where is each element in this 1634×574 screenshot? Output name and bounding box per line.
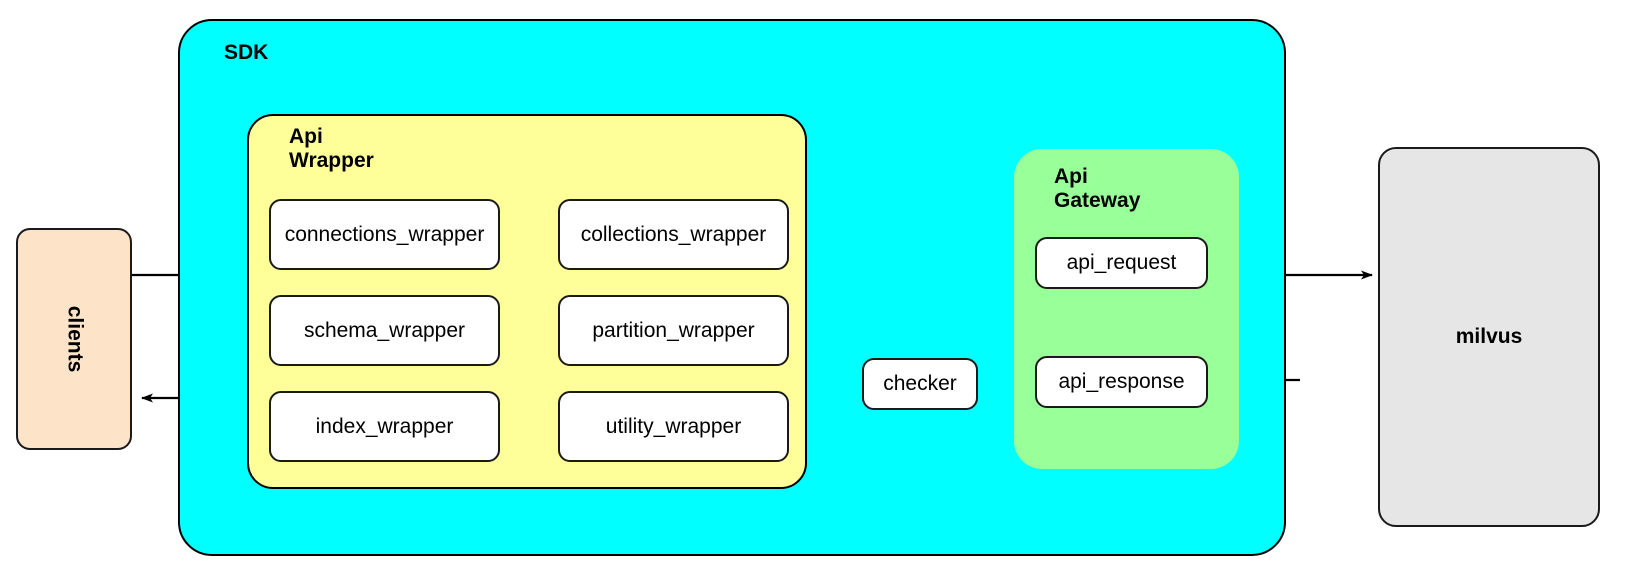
sdk-label: SDK	[224, 41, 269, 64]
api-wrapper-label: Api Wrapper	[289, 125, 374, 173]
node-schema-wrapper[interactable]: schema_wrapper	[269, 295, 500, 366]
node-partition-wrapper[interactable]: partition_wrapper	[558, 295, 789, 366]
node-api-response[interactable]: api_response	[1035, 356, 1208, 408]
node-collections-wrapper[interactable]: collections_wrapper	[558, 199, 789, 270]
api-gateway-label: Api Gateway	[1054, 165, 1141, 213]
milvus-label: milvus	[1455, 325, 1523, 348]
api-wrapper-container[interactable]: Api Wrapper connections_wrapper collecti…	[247, 114, 807, 489]
api-gateway-container[interactable]: Api Gateway api_request api_response	[1014, 149, 1239, 469]
node-utility-wrapper[interactable]: utility_wrapper	[558, 391, 789, 462]
clients-node[interactable]: clients	[16, 228, 132, 450]
node-checker[interactable]: checker	[862, 358, 978, 410]
node-api-request[interactable]: api_request	[1035, 237, 1208, 289]
node-index-wrapper[interactable]: index_wrapper	[269, 391, 500, 462]
milvus-node[interactable]: milvus	[1378, 147, 1600, 527]
node-connections-wrapper[interactable]: connections_wrapper	[269, 199, 500, 270]
sdk-container[interactable]: SDK Api Wrapper connections_wrapper coll…	[178, 19, 1286, 556]
clients-label: clients	[63, 305, 86, 373]
